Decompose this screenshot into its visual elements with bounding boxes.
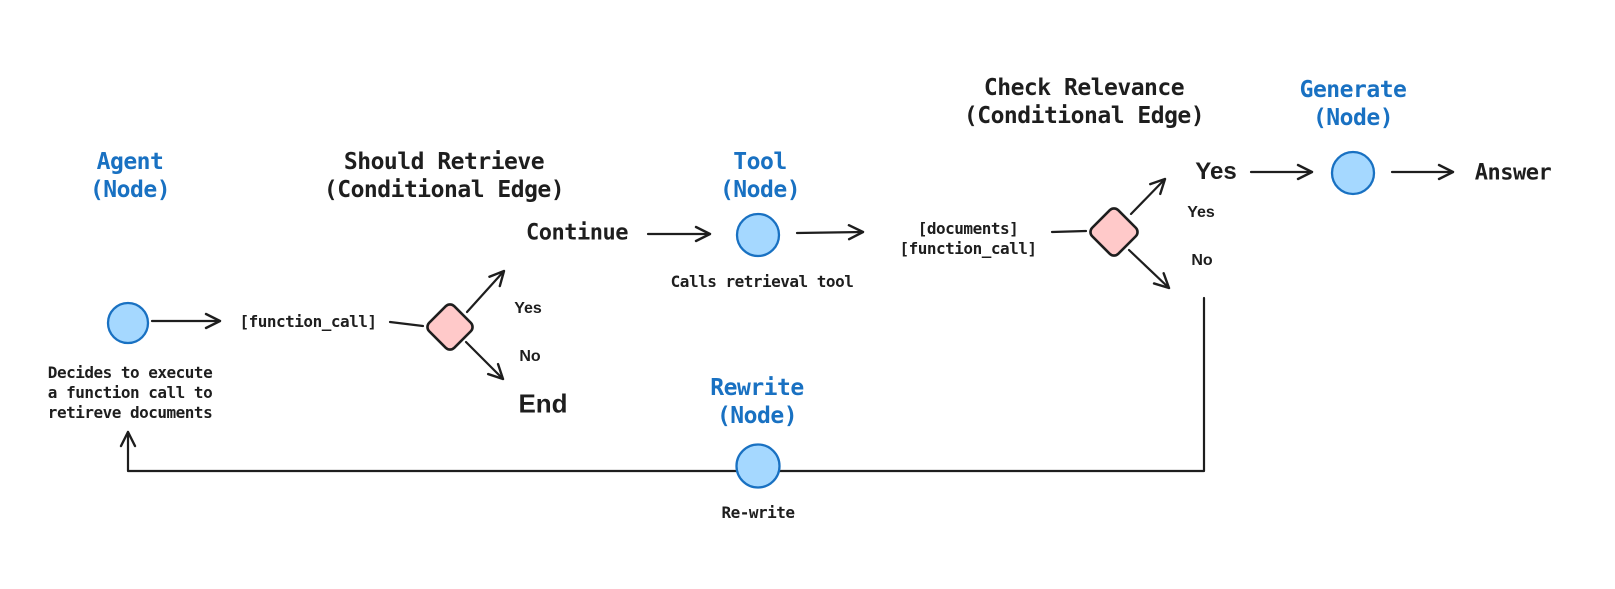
tool-to-documents-arrow	[795, 224, 865, 241]
function-call-label: [function_call]	[239, 312, 378, 331]
answer-label: Answer	[1474, 160, 1552, 186]
check-relevance-yes-arrow	[1129, 177, 1167, 216]
rewrite-node-circle	[735, 443, 781, 489]
agent-caption: Decides to execute a function call to re…	[47, 363, 213, 422]
tool-node-circle	[735, 212, 781, 258]
end-label: End	[518, 388, 568, 419]
generate-node-circle	[1330, 150, 1376, 196]
agent-node-title: Agent (Node)	[89, 149, 171, 203]
agent-node-circle	[106, 301, 150, 345]
rewrite-node-title: Rewrite (Node)	[710, 375, 804, 429]
tool-caption: Calls retrieval tool	[670, 272, 854, 291]
rewrite-caption: Re-write	[721, 503, 795, 522]
should-retrieve-yes-arrow	[465, 269, 506, 314]
should-retrieve-yes-label: Yes	[514, 300, 542, 317]
rewrite-feedback-path	[119, 296, 1206, 473]
should-retrieve-no-arrow	[464, 340, 505, 381]
check-relevance-diamond	[1089, 207, 1139, 257]
check-relevance-no-label: No	[1191, 252, 1213, 269]
check-relevance-title: Check Relevance (Conditional Edge)	[963, 75, 1205, 129]
documents-label: [documents] [function_call]	[899, 219, 1038, 258]
check-relevance-no-arrow	[1127, 248, 1171, 290]
generate-node-title: Generate (Node)	[1299, 77, 1407, 131]
should-retrieve-title: Should Retrieve (Conditional Edge)	[323, 149, 565, 203]
function-call-to-diamond-line	[388, 320, 425, 328]
should-retrieve-diamond	[426, 303, 474, 351]
documents-to-diamond-line	[1050, 229, 1088, 234]
check-relevance-yes-label: Yes	[1187, 204, 1215, 221]
tool-node-title: Tool (Node)	[719, 149, 801, 203]
check-relevance-yes-branch-label: Yes	[1195, 158, 1237, 185]
continue-label: Continue	[526, 220, 628, 246]
should-retrieve-no-label: No	[519, 348, 541, 365]
